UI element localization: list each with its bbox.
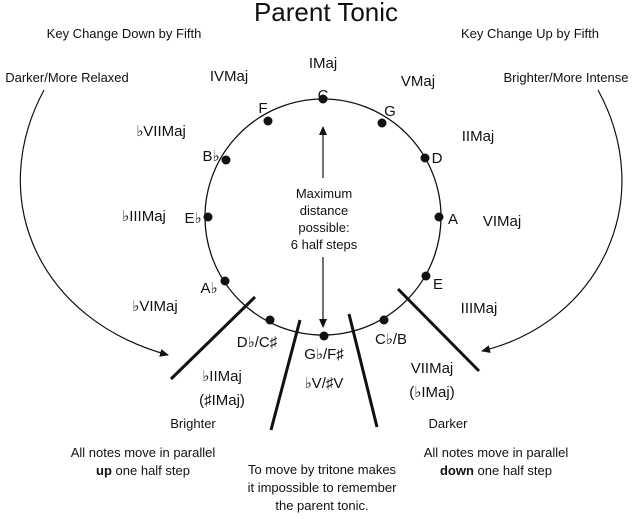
note-a: A — [448, 211, 458, 228]
numeral-vimaj: VIMaj — [483, 213, 521, 230]
header-left: Key Change Down by Fifth — [47, 26, 202, 41]
dot-bb — [221, 155, 231, 165]
dot-ab — [220, 276, 230, 286]
darker-label: Darker — [428, 416, 468, 431]
tritone-note-line-2: it impossible to remember — [248, 480, 397, 495]
note-e: E — [433, 276, 443, 293]
dot-g — [377, 118, 387, 128]
separator-tritone-left — [269, 319, 302, 431]
arrow-left-label: Darker/More Relaxed — [5, 70, 129, 85]
curved-arrow-right — [481, 89, 623, 353]
tritone-note-line-3: the parent tonic. — [275, 498, 368, 513]
curved-arrow-left — [19, 89, 169, 357]
separator-darker — [396, 287, 481, 373]
note-up-line-1: All notes move in parallel — [71, 445, 216, 460]
note-up-bold: up — [96, 463, 112, 478]
note-down-line-1: All notes move in parallel — [424, 445, 569, 460]
dot-a — [434, 212, 444, 222]
arrow-right-label: Brighter/More Intense — [503, 70, 628, 85]
note-gb-fs: G♭/F♯ — [304, 346, 344, 363]
diagram-title: Parent Tonic — [254, 0, 398, 27]
numeral-iimaj: IIMaj — [462, 128, 495, 145]
center-line-2: distance — [300, 203, 348, 218]
separator-brighter — [169, 295, 257, 381]
dot-eb — [203, 212, 213, 222]
tritone-note-line-1: To move by tritone makes — [248, 462, 397, 477]
numeral-flat-iimaj: ♭IIMaj — [202, 368, 242, 385]
note-up-suffix: one half step — [116, 463, 190, 478]
note-c: C — [318, 87, 329, 104]
header-right: Key Change Up by Fifth — [461, 26, 599, 41]
dot-cb-b — [379, 315, 389, 325]
numeral-flat-viimaj: ♭VIIMaj — [136, 123, 186, 140]
numeral-iiimaj: IIIMaj — [461, 300, 498, 317]
dot-db-cs — [265, 315, 275, 325]
dot-gb-fs — [319, 331, 329, 341]
numeral-flat-iiimaj: ♭IIIMaj — [122, 208, 166, 225]
brighter-label: Brighter — [170, 416, 216, 431]
center-line-3: possible: — [298, 220, 349, 235]
note-up-line-2: up one half step — [96, 463, 190, 478]
dot-d — [420, 153, 430, 163]
note-d: D — [432, 150, 443, 167]
center-line-4: 6 half steps — [291, 237, 358, 252]
note-bb: B♭ — [202, 148, 219, 165]
separator-tritone-right — [347, 313, 379, 428]
numeral-sharp-imaj: (♯IMaj) — [199, 392, 245, 409]
note-cb-b: C♭/B — [375, 331, 407, 348]
note-down-bold: down — [440, 463, 474, 478]
note-down-suffix: one half step — [478, 463, 552, 478]
note-f: F — [258, 100, 267, 117]
numeral-viimaj: VIIMaj — [411, 360, 454, 377]
center-line-1: Maximum — [296, 186, 352, 201]
note-g: G — [384, 103, 396, 120]
dot-c — [318, 94, 328, 104]
note-down-line-2: down one half step — [440, 463, 552, 478]
numeral-flat-v: ♭V/♯V — [305, 375, 344, 392]
dot-e — [421, 271, 431, 281]
numeral-vmaj: VMaj — [401, 73, 435, 90]
note-db-cs: D♭/C♯ — [237, 334, 278, 351]
numeral-imaj: IMaj — [309, 55, 337, 72]
note-eb: E♭ — [184, 210, 201, 227]
note-dots — [203, 94, 444, 341]
numeral-flat-imaj: (♭IMaj) — [409, 384, 454, 401]
dot-f — [263, 116, 273, 126]
numeral-flat-vimaj: ♭VIMaj — [132, 298, 177, 315]
numeral-ivmaj: IVMaj — [210, 68, 248, 85]
note-ab: A♭ — [200, 280, 217, 297]
